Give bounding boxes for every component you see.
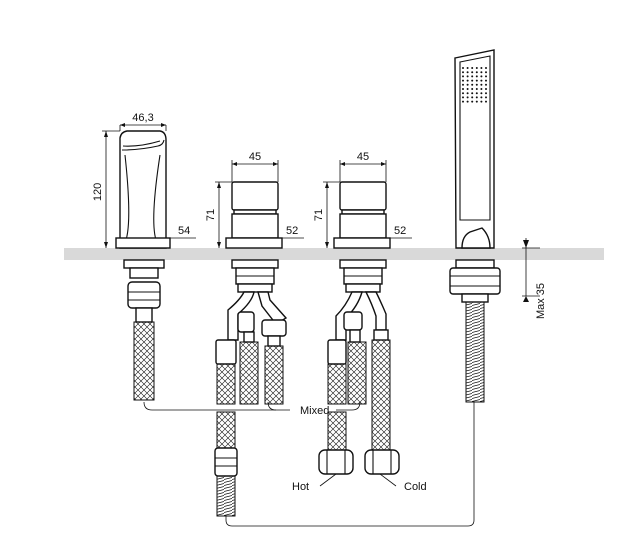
shower-nozzle-dot [480, 79, 483, 82]
shower-nozzle-dot [471, 88, 474, 90]
shower-nozzle-dot [475, 79, 478, 82]
shower-nozzle-dot [475, 67, 478, 69]
valve-left-base-label: 52 [286, 225, 298, 237]
mixed-bracket: Mixed [143, 401, 361, 417]
shower-nozzle-dot [485, 67, 487, 69]
spout-height-label: 120 [92, 183, 104, 201]
shower-holder [449, 259, 501, 403]
deck-surface [64, 248, 604, 260]
cold-label: Cold [404, 481, 427, 493]
shower-nozzle-dot [462, 79, 464, 82]
shower-nozzle-dot [466, 92, 469, 95]
shower-nozzle-dot [462, 67, 464, 69]
shower-nozzle-dot [480, 88, 483, 90]
shower-nozzle-dot [475, 75, 478, 78]
valve-left-height-label: 71 [205, 209, 217, 221]
shower-nozzle-dot [462, 75, 464, 78]
shower-nozzle-dot [480, 67, 483, 69]
shower-nozzle-dot [485, 75, 487, 78]
shower-nozzle-dot [462, 88, 464, 90]
shower-nozzle-dot [475, 100, 478, 103]
shower-nozzle-dot [471, 92, 474, 95]
shower-nozzle-dot [485, 88, 487, 90]
shower-max-label: Max 35 [535, 283, 547, 319]
shower-nozzle-dot [471, 83, 474, 86]
hand-shower [454, 49, 495, 249]
shower-nozzle-dot [485, 71, 487, 74]
hot-fitting [318, 449, 354, 475]
shower-nozzle-dot [485, 79, 487, 82]
shower-nozzle-dot [471, 67, 474, 69]
shower-hose-routing [225, 402, 475, 527]
shower-nozzle-dot [471, 71, 474, 74]
shower-nozzle-dot [466, 96, 469, 99]
shower-nozzle-dot [480, 71, 483, 74]
mixed-label: Mixed [300, 405, 329, 417]
shower-max-dimension: Max 35 [522, 238, 547, 319]
shower-nozzle-dot [471, 79, 474, 82]
shower-nozzles [462, 67, 487, 103]
shower-nozzle-dot [480, 100, 483, 103]
shower-nozzle-dot [475, 92, 478, 95]
valve-right [333, 181, 391, 249]
spout-feed-hose [214, 411, 238, 517]
valve-right-dimensions: 45 71 52 [313, 151, 412, 248]
shower-nozzle-dot [471, 75, 474, 78]
shower-nozzle-dot [462, 100, 464, 103]
valve-left-dimensions: 45 71 52 [205, 151, 304, 248]
shower-nozzle-dot [462, 96, 464, 99]
shower-nozzle-dot [485, 83, 487, 86]
shower-nozzle-dot [462, 83, 464, 86]
shower-nozzle-dot [471, 96, 474, 99]
shower-nozzle-dot [462, 71, 464, 74]
shower-nozzle-dot [462, 92, 464, 95]
shower-nozzle-dot [466, 100, 469, 103]
shower-nozzle-dot [466, 83, 469, 86]
shower-nozzle-dot [475, 88, 478, 90]
shower-nozzle-dot [466, 88, 469, 90]
shower-nozzle-dot [471, 100, 474, 103]
shower-nozzle-dot [475, 71, 478, 74]
shower-nozzle-dot [466, 75, 469, 78]
spout [115, 130, 171, 249]
shower-nozzle-dot [480, 96, 483, 99]
spout-width-label: 46,3 [132, 112, 153, 124]
shower-nozzle-dot [466, 67, 469, 69]
shower-nozzle-dot [475, 83, 478, 86]
valve-right-underdeck [327, 259, 391, 451]
shower-nozzle-dot [480, 92, 483, 95]
spout-dimensions: 46,3 120 54 [92, 112, 196, 248]
valve-left-width-label: 45 [249, 151, 261, 163]
shower-nozzle-dot [485, 96, 487, 99]
cold-fitting [364, 449, 400, 475]
hot-label: Hot [292, 481, 309, 493]
spout-connector [123, 259, 165, 401]
shower-nozzle-dot [485, 92, 487, 95]
valve-left [225, 181, 283, 249]
shower-nozzle-dot [485, 100, 487, 103]
shower-nozzle-dot [480, 75, 483, 78]
shower-nozzle-dot [475, 96, 478, 99]
spout-base-label: 54 [178, 225, 190, 237]
valve-left-underdeck [215, 259, 288, 405]
valve-right-height-label: 71 [313, 209, 325, 221]
shower-nozzle-dot [466, 79, 469, 82]
valve-right-base-label: 52 [394, 225, 406, 237]
shower-nozzle-dot [466, 71, 469, 74]
shower-nozzle-dot [480, 83, 483, 86]
valve-right-width-label: 45 [357, 151, 369, 163]
